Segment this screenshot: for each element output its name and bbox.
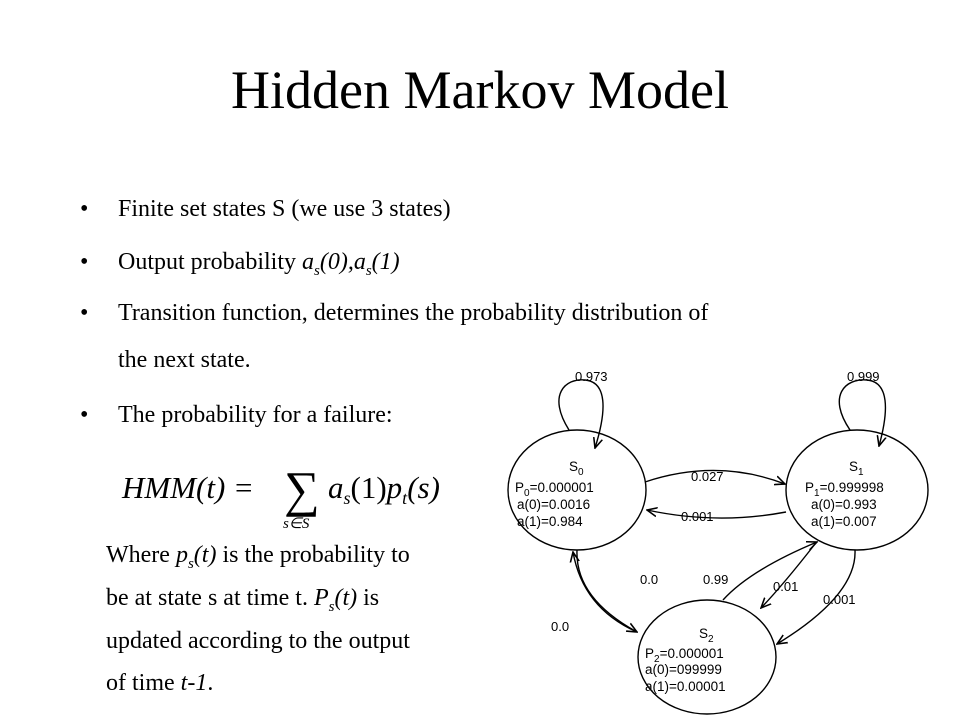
bullet-text-line1: Transition function, determines the prob… <box>118 300 709 326</box>
note-line-4: of time t-1. <box>106 670 214 696</box>
slide-title: Hidden Markov Model <box>231 60 729 120</box>
state-s1-node <box>785 429 929 551</box>
edge-self-s1 <box>838 379 885 446</box>
edge-label-s0-to-s2: 0.0 <box>640 572 658 587</box>
edge-label-s2-to-s0: 0.0 <box>551 619 569 634</box>
formula-lhs: HMM(t) = <box>121 470 254 505</box>
bullet-text-line2: the next state. <box>118 347 251 373</box>
hmm-state-diagram: 0.973 0.999 0.027 0.001 0.0 0.0 0.99 0.0… <box>507 369 929 715</box>
state-s2-a1: a(1)=0.00001 <box>645 679 726 694</box>
edge-s0-to-s2 <box>576 549 637 632</box>
state-s2-a0: a(0)=099999 <box>645 662 722 677</box>
state-s2-labels: S2 P2=0.000001 a(0)=099999 a(1)=0.00001 <box>645 626 726 694</box>
edge-label-self-s0: 0.973 <box>575 369 608 384</box>
formula-rhs: as(1)pt(s) <box>328 470 440 508</box>
state-s1-labels: S1 P1=0.999998 a(0)=0.993 a(1)=0.007 <box>805 459 884 529</box>
edge-s1-to-s0 <box>647 510 787 519</box>
state-s0-p: P0=0.000001 <box>515 480 594 499</box>
edge-s0-to-s1 <box>644 469 785 484</box>
edge-self-s0 <box>558 379 604 448</box>
state-s0-name: S0 <box>569 459 584 478</box>
bullet-dot: • <box>80 402 89 428</box>
state-s1-p: P1=0.999998 <box>805 480 884 499</box>
hmm-formula: HMM(t) = ∑ s∈S as(1)pt(s) <box>120 458 480 541</box>
edge-label-s1-to-s2-b: 0.001 <box>823 592 856 607</box>
state-s1-a1: a(1)=0.007 <box>811 514 877 529</box>
edge-label-s0-to-s1: 0.027 <box>691 469 724 484</box>
bullet-dot: • <box>80 300 89 326</box>
note-line-1: Where ps(t) is the probability to <box>106 542 410 572</box>
bullet-dot: • <box>80 249 89 275</box>
edge-s2-to-s1 <box>722 542 817 601</box>
state-s1-a0: a(0)=0.993 <box>811 497 877 512</box>
bullet-text: The probability for a failure: <box>118 402 393 428</box>
formula-svg: HMM(t) = ∑ s∈S as(1)pt(s) <box>121 461 440 532</box>
state-s0-a1: a(1)=0.984 <box>517 514 583 529</box>
state-s0-labels: S0 P0=0.000001 a(0)=0.0016 a(1)=0.984 <box>515 459 594 529</box>
edge-s1-to-s2-b <box>777 549 856 644</box>
formula-sum-subscript: s∈S <box>283 516 310 532</box>
edge-label-s2-to-s1: 0.99 <box>703 572 728 587</box>
note-line-2: be at state s at time t. Ps(t) is <box>106 585 380 615</box>
state-s2-name: S2 <box>699 626 714 645</box>
edge-label-s1-to-s0: 0.001 <box>681 509 714 524</box>
edge-s2-to-s0 <box>573 552 638 633</box>
state-s0-a0: a(0)=0.0016 <box>517 497 590 512</box>
state-s1-name: S1 <box>849 459 864 478</box>
state-s2-p: P2=0.000001 <box>645 646 724 665</box>
edge-label-self-s1: 0.999 <box>847 369 880 384</box>
formula-sum-symbol: ∑ <box>284 461 320 517</box>
bullet-text: Finite set states S (we use 3 states) <box>118 196 451 222</box>
bullet-dot: • <box>80 196 89 222</box>
bullet-text: Output probability as(0),as(1) <box>118 249 400 279</box>
note-line-3: updated according to the output <box>106 628 410 654</box>
edge-label-s1-to-s2-a: 0.01 <box>773 579 798 594</box>
state-s2-node <box>637 599 777 715</box>
edge-s1-to-s2-a <box>761 543 816 608</box>
